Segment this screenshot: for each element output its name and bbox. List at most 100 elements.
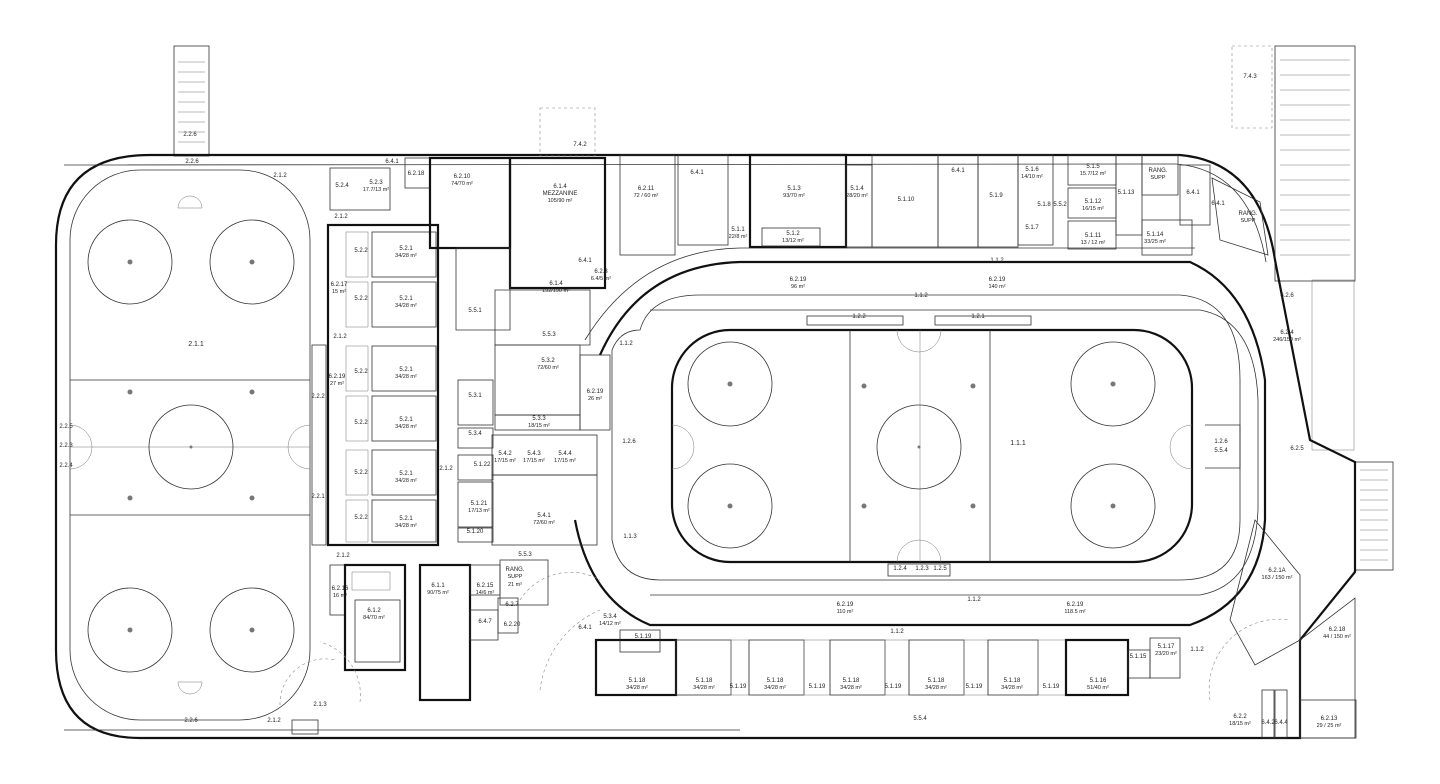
room-area: 34/28 m² — [925, 685, 947, 691]
room-r-2-1-2c: 2.1.2 — [333, 334, 347, 340]
room-number: 2.1.2 — [336, 553, 350, 559]
room-number: 5.1.11 — [1085, 233, 1102, 239]
room-number: 5.2.4 — [335, 183, 349, 189]
room-number: 5.1.1 — [731, 227, 745, 233]
room-area: 118.5 m² — [1064, 609, 1085, 615]
room-area: 13/12 m² — [782, 238, 804, 244]
room-number: 6.2.4 — [1280, 330, 1294, 336]
room-number: 2.2.2 — [311, 394, 325, 400]
room-r-6-4-4: 6.4.4 — [1274, 720, 1288, 726]
room-area: 140 m² — [988, 284, 1005, 290]
room-area: 44 / 150 m² — [1323, 634, 1351, 640]
room-area: 74/70 m² — [451, 181, 473, 187]
room-number: 5.1.4 — [850, 186, 864, 192]
room-area: 22/8 m² — [729, 234, 748, 240]
room-number: 2.2.3 — [59, 443, 73, 449]
room-number: 6.2.18 — [408, 171, 425, 177]
room-area: 14/6 m² — [476, 590, 495, 596]
room-r-5-3-2: 5.3.272/60 m² — [537, 358, 559, 371]
room-number: 1.2.6 — [622, 439, 636, 445]
room-r-5-4-3: 5.4.317/15 m² — [523, 451, 545, 464]
east-stairs — [1354, 461, 1394, 571]
room-area: 15 m² — [332, 289, 346, 295]
room-r-5-1-19a: 5.1.19 — [635, 634, 652, 640]
room-r-6-4-1f: 6.4.1 — [1211, 201, 1225, 207]
room-area: 34/28 m² — [395, 424, 417, 430]
room-r-5-2-4: 5.2.4 — [335, 183, 349, 189]
room-number: 5.2.2 — [354, 248, 368, 254]
room-number: 5.1.10 — [898, 197, 915, 203]
room-number: 5.5.4 — [913, 716, 927, 722]
room-area: 34/28 m² — [840, 685, 862, 691]
room-number: 5.1.20 — [467, 529, 484, 535]
community-rink — [69, 169, 311, 721]
room-r-2-2-6c: 2.2.6 — [184, 718, 198, 724]
room-area: 26 m² — [588, 396, 602, 402]
room-area: 17/13 m² — [468, 508, 490, 514]
room-area: 17.7/13 m² — [363, 187, 389, 193]
room-number: 6.2.19 — [329, 374, 346, 380]
room-number: 5.1.21 — [471, 501, 488, 507]
room-number: 5.1.19 — [635, 634, 652, 640]
room-number: 2.2.6 — [184, 718, 198, 724]
room-number: 5.1.14 — [1147, 232, 1164, 238]
room-area: 16 m² — [333, 593, 347, 599]
room-r-5-2-1e: 5.2.134/28 m² — [395, 471, 417, 484]
room-number: 5.5.3 — [518, 552, 532, 558]
room-number: 5.1.19 — [809, 684, 826, 690]
room-area: 90/75 m² — [427, 590, 449, 596]
room-number: 1.1.2 — [914, 293, 928, 299]
room-area: 28/20 m² — [846, 193, 868, 199]
room-number: 5.4.2 — [498, 451, 512, 457]
room-number: 5.1.13 — [1118, 190, 1135, 196]
room-r-1-1-2a: 1.1.2 — [990, 258, 1004, 264]
room-number: 5.5.2 — [1053, 202, 1067, 208]
room-area: 21 m² — [508, 582, 522, 588]
room-number: 5.5.1 — [468, 308, 482, 314]
room-number: 6.2.2 — [1233, 714, 1247, 720]
room-number: 6.4.1 — [1186, 190, 1200, 196]
north-ramp-west — [173, 45, 210, 157]
room-number: 1.2.5 — [933, 566, 947, 572]
room-r-5-1-8: 5.1.8 — [1037, 202, 1051, 208]
room-r-6-1-2: 6.1.284/70 m² — [363, 608, 385, 621]
room-r-6-2-5: 6.2.5 — [1290, 446, 1304, 452]
room-area: 93/70 m² — [783, 193, 805, 199]
room-area: 18/15 m² — [1229, 721, 1251, 727]
room-number: 1.2.1 — [971, 314, 985, 320]
room-r-5-1-22: 5.1.22 — [474, 462, 491, 468]
room-number: 2.2.4 — [59, 463, 73, 469]
room-number: 6.4.1 — [578, 258, 592, 264]
building-envelope — [54, 153, 1357, 740]
room-r-5-1-10: 5.1.10 — [898, 197, 915, 203]
room-r-6-4-1a: 6.4.1 — [385, 159, 399, 165]
room-number: 6.1.4 — [549, 281, 563, 287]
room-number: 5.2.2 — [354, 420, 368, 426]
room-r-6-4-1c: 6.4.1 — [578, 258, 592, 264]
room-number: 5.1.18 — [767, 678, 784, 684]
room-number: 5.1.19 — [885, 684, 902, 690]
room-r-6-4-1e: 6.4.1 — [1186, 190, 1200, 196]
room-r-1-2-2: 1.2.2 — [852, 314, 866, 320]
room-r-5-2-2d: 5.2.2 — [354, 420, 368, 426]
room-r-5-4-2: 5.4.217/15 m² — [494, 451, 516, 464]
room-area: 18/15 m² — [528, 423, 550, 429]
room-area: SUPP — [508, 574, 523, 580]
room-r-6-2-6: 6.2.6 — [1280, 293, 1294, 299]
room-r-6-4-1g: 6.4.1 — [578, 625, 592, 631]
room-number: 5.1.19 — [1043, 684, 1060, 690]
room-number: 2.1.2 — [333, 334, 347, 340]
room-number: 5.1.12 — [1085, 199, 1102, 205]
room-area: 34/28 m² — [693, 685, 715, 691]
room-number: 6.4.1 — [578, 625, 592, 631]
room-r-2-1-2a: 2.1.2 — [273, 173, 287, 179]
